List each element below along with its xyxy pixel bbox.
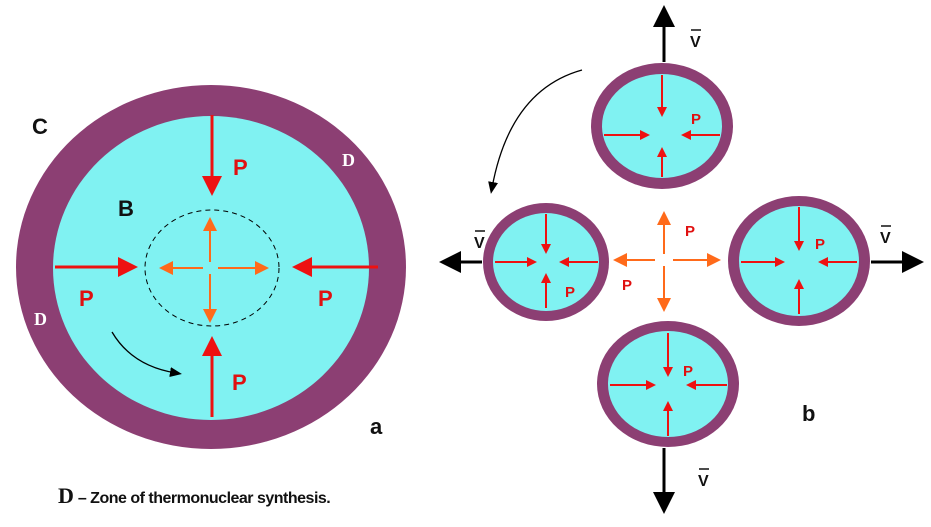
label-c: C — [32, 114, 48, 139]
velocity-label-left: V — [474, 230, 485, 252]
pressure-label-top: P — [233, 155, 248, 180]
label-d-top: D — [342, 150, 355, 170]
pressure-label-bottom: P — [232, 370, 247, 395]
velocity-label-top: V — [690, 29, 701, 51]
legend-text: – Zone of thermonuclear synthesis. — [74, 490, 330, 507]
panel-letter-b: b — [802, 401, 815, 426]
bubble-top-core — [602, 74, 722, 178]
bubble-top-p: P — [691, 111, 701, 128]
label-d-left: D — [34, 309, 47, 329]
bubble-right-core — [739, 206, 859, 316]
panel-b: P P P P — [439, 5, 924, 514]
velocity-v-top: V — [690, 34, 701, 51]
inner-core-b — [53, 116, 369, 420]
bubble-top: P — [591, 63, 733, 189]
bubble-bottom: P — [597, 321, 739, 447]
label-b: B — [118, 196, 134, 221]
bubble-right-p: P — [815, 236, 825, 253]
velocity-label-bottom: V — [698, 468, 709, 490]
panel-a: C B D D P P P P a — [16, 85, 406, 449]
synthesis-zone-dashed — [144, 209, 280, 327]
center-p-upper: P — [685, 223, 695, 240]
bubble-bottom-core — [608, 331, 728, 437]
rotation-arrow-a — [111, 331, 182, 377]
bubble-left-p: P — [565, 284, 575, 301]
velocity-label-right: V — [880, 225, 891, 247]
panel-letter-a: a — [370, 414, 383, 439]
bubble-bottom-p: P — [683, 363, 693, 380]
pressure-label-left: P — [79, 286, 94, 311]
center-p-left: P — [622, 277, 632, 294]
legend-symbol: D — [58, 483, 74, 508]
bubble-left: P — [483, 203, 609, 321]
legend: D – Zone of thermonuclear synthesis. — [58, 483, 330, 508]
bubble-right: P — [728, 196, 870, 326]
velocity-v-left: V — [474, 235, 485, 252]
rotation-arrow-b — [488, 69, 583, 194]
bubble-left-core — [493, 213, 599, 311]
velocity-v-bottom: V — [698, 473, 709, 490]
pressure-label-right: P — [318, 286, 333, 311]
velocity-v-right: V — [880, 230, 891, 247]
